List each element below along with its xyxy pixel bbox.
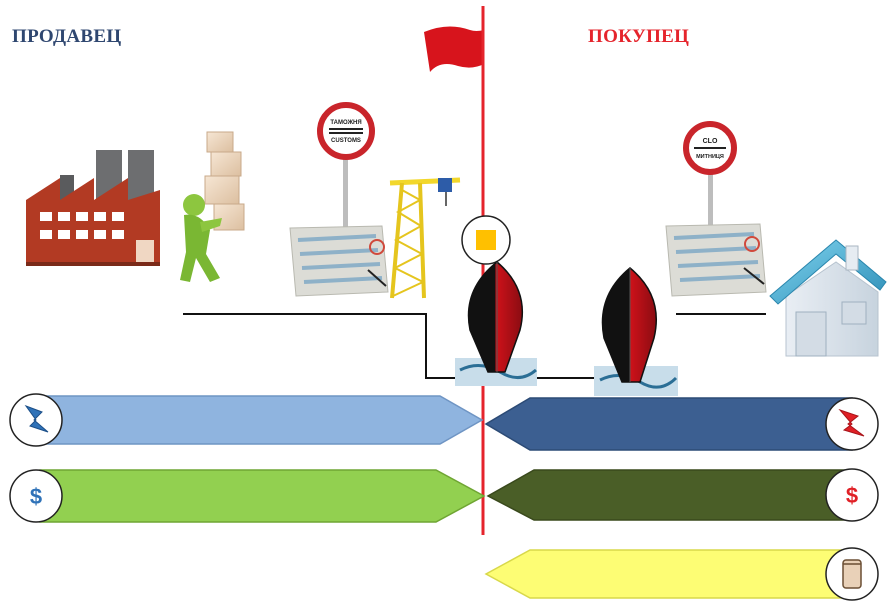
svg-text:$: $ — [846, 483, 858, 508]
seller-sign-line1: ТАМОЖНЯ — [330, 120, 361, 126]
seller-cost-band — [40, 470, 484, 522]
dollar-icon: $ — [826, 469, 878, 521]
ship-icon — [455, 262, 537, 386]
worker-with-boxes-icon — [180, 132, 244, 282]
buyer-cost-band — [488, 470, 852, 520]
delivery-route-line-left — [183, 314, 600, 378]
loading-point-marker-icon — [462, 216, 510, 264]
buyer-sign-line1: CLO — [703, 138, 718, 145]
red-flag-icon — [424, 26, 484, 72]
ship-icon — [594, 268, 678, 396]
seller-risk-band — [40, 396, 482, 444]
port-crane-icon — [390, 178, 460, 298]
seller-sign-line2: CUSTOMS — [331, 138, 361, 144]
buyer-customs-sign: CLO МИТНИЦЯ — [686, 124, 734, 232]
factory-icon — [26, 150, 160, 266]
lightning-icon — [826, 398, 878, 450]
dollar-icon: $ — [10, 470, 62, 522]
buyer-risk-band — [486, 398, 852, 450]
seller-customs-document-icon — [290, 226, 388, 296]
lightning-icon — [10, 394, 62, 446]
house-icon — [770, 240, 886, 356]
document-scroll-icon — [826, 548, 878, 600]
buyer-documents-band — [486, 550, 852, 598]
buyer-sign-line2: МИТНИЦЯ — [696, 154, 724, 160]
svg-text:$: $ — [30, 484, 42, 509]
seller-customs-sign: ТАМОЖНЯ CUSTOMS — [320, 105, 372, 230]
buyer-customs-document-icon — [666, 224, 766, 296]
